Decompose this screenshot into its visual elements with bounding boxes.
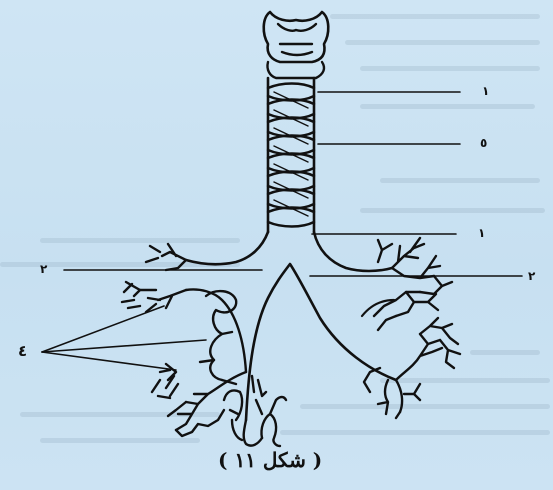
label-1-bottom: ١ [478, 227, 485, 239]
label-2-left: ٢ [40, 263, 47, 275]
leader-lines [42, 92, 522, 370]
label-1-top: ١ [482, 85, 489, 97]
leader-line-4-b [42, 340, 206, 352]
label-2-right: ٢ [528, 270, 535, 282]
label-4: ٤ [18, 344, 27, 359]
bronchi [186, 232, 396, 420]
trachea [268, 78, 314, 232]
label-5: ٥ [480, 137, 487, 149]
figure-caption: ( شكل ١١ ) [218, 448, 322, 472]
larynx [264, 12, 329, 78]
leader-line-4-c [42, 352, 176, 370]
right-bronchioles [364, 238, 460, 418]
